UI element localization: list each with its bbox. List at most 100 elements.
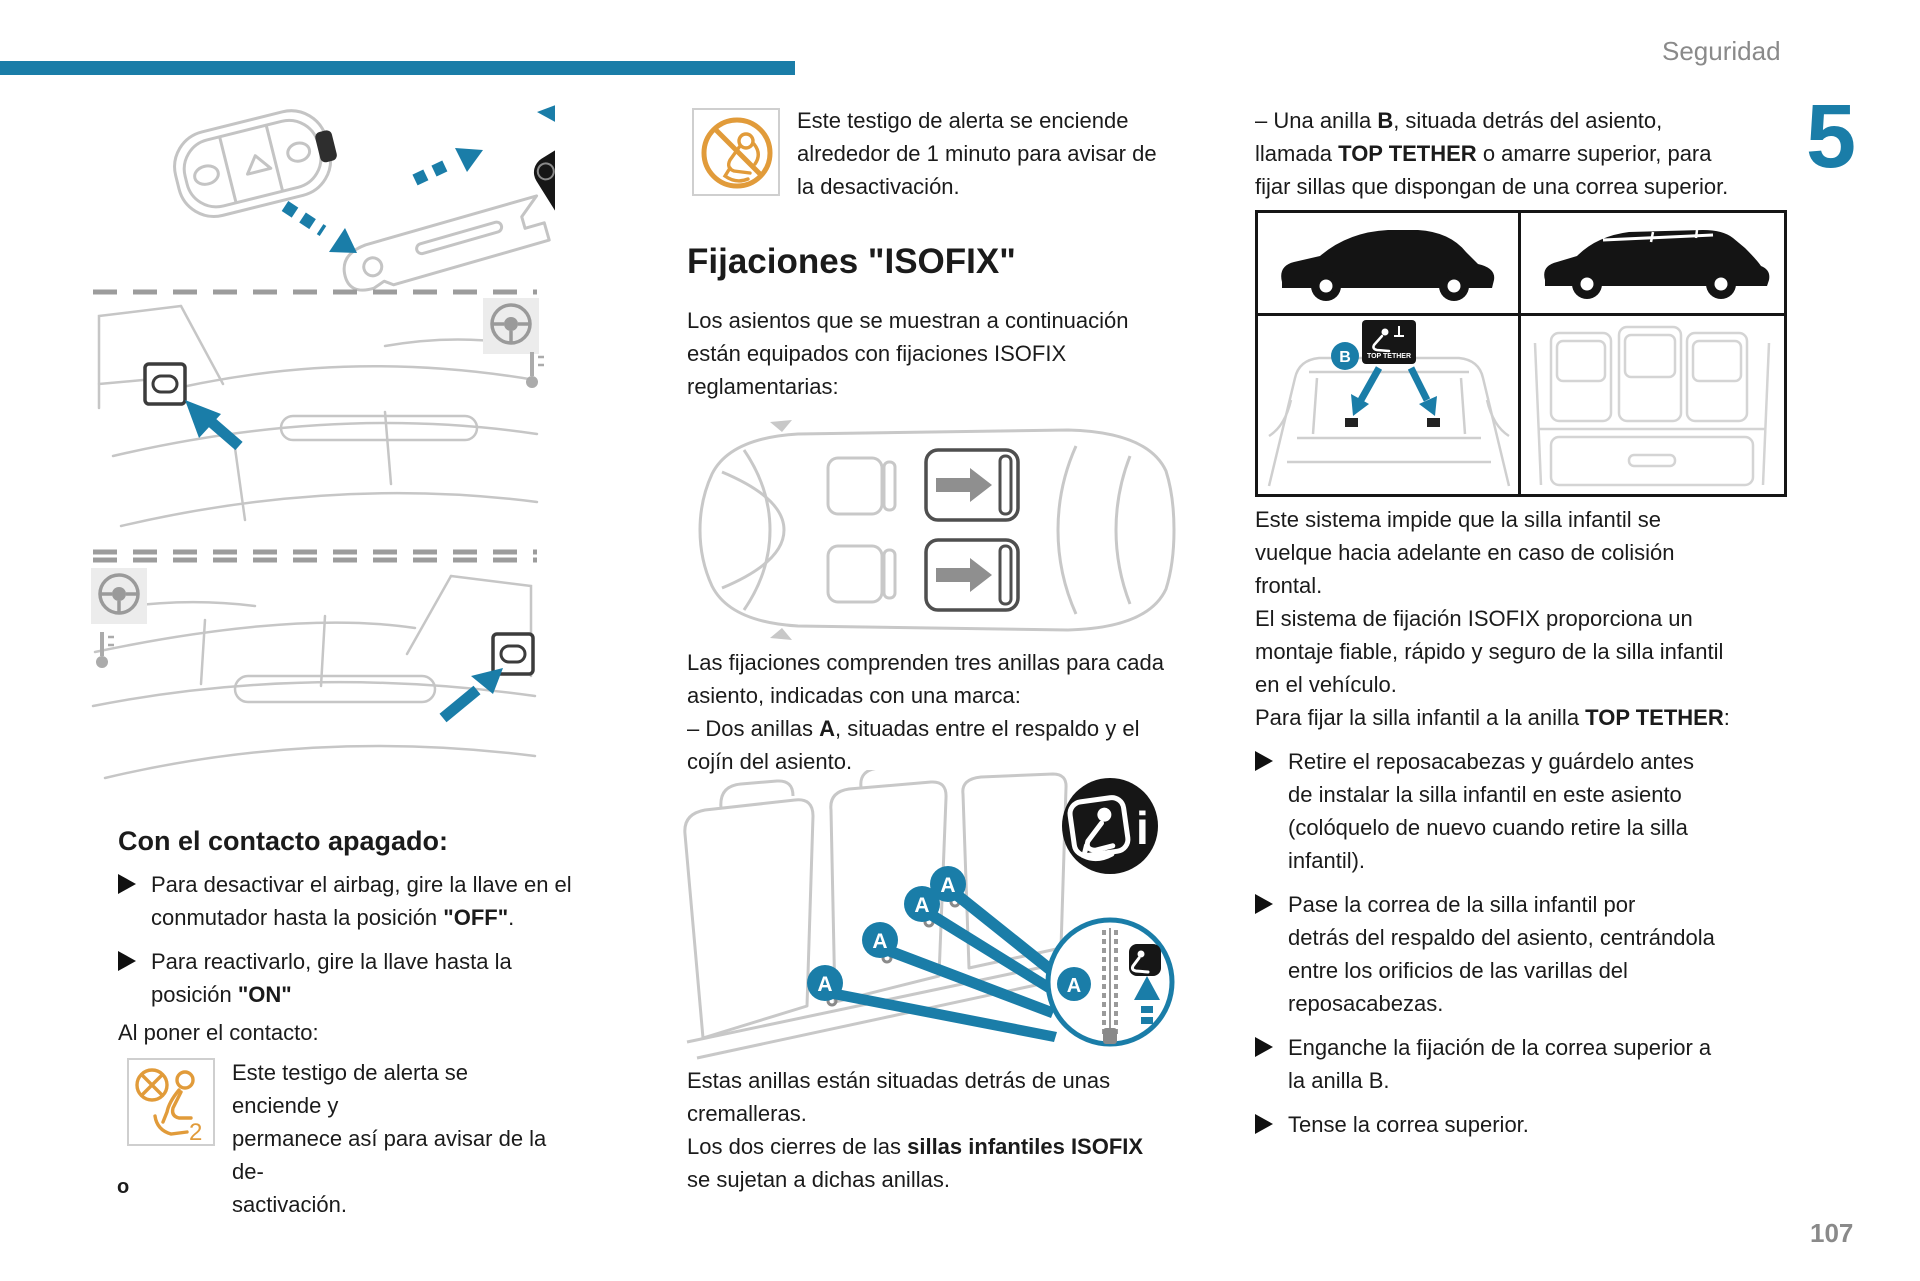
ring-a-marker: A xyxy=(1057,967,1091,1001)
rear-bench-illustration xyxy=(1533,325,1771,487)
pointer-arrow-icon xyxy=(185,400,243,451)
svg-text:B: B xyxy=(1339,349,1351,366)
ring-a-marker: A xyxy=(930,866,966,902)
section-title: Fijaciones "ISOFIX" xyxy=(687,242,1016,281)
seat-arrow-icon xyxy=(936,558,992,592)
isofix-equipped-seats xyxy=(924,448,1020,612)
instruction-text: Para reactivarlo, gire la llave hasta la… xyxy=(151,949,512,1007)
front-seats-drawing xyxy=(826,456,897,604)
zipper-pull xyxy=(1103,1028,1117,1044)
rear-seats-isofix-illustration: A A A A i xyxy=(683,770,1175,1060)
svg-text:i: i xyxy=(1136,802,1149,854)
suv-long-silhouette-icon xyxy=(1543,229,1769,299)
cargo-top-tether-illustration: TOP TETHER B xyxy=(1267,320,1510,487)
steering-wheel-icon xyxy=(91,568,147,624)
svg-text:A: A xyxy=(872,930,887,953)
left-note-text: Este testigo de alerta se enciende y per… xyxy=(232,1060,547,1217)
isofix-badge-icon: i xyxy=(1062,778,1158,874)
right-instruction-list: Retire el reposacabezas y guárdelo antes… xyxy=(1255,745,1800,1152)
warning-lamp-box: 2 xyxy=(127,1058,215,1146)
system-paragraph-3: Para fijar la silla infantil a la anilla… xyxy=(1255,705,1730,730)
stray-character: o xyxy=(117,1176,130,1198)
ring-a-marker: A xyxy=(904,886,940,922)
key-fob-drawing xyxy=(173,109,551,292)
up-arrow-icon xyxy=(1134,976,1160,1024)
system-paragraph-2: El sistema de fijación ISOFIX proporcion… xyxy=(1255,606,1724,697)
bullet-arrow-icon xyxy=(1255,1114,1273,1134)
list-item: Para desactivar el airbag, gire la llave… xyxy=(118,868,648,934)
ring-a-marker: A xyxy=(862,922,898,958)
dashboard-switch-left-illustration xyxy=(93,289,544,555)
top-tether-paragraph: – Una anilla B, situada detrás del asien… xyxy=(1255,108,1729,199)
child-seat-prohibited-lamp-icon xyxy=(701,117,773,189)
page-number: 107 xyxy=(1810,1218,1854,1248)
rings-paragraph-2: – Dos anillas A, situadas entre el respa… xyxy=(687,716,1140,774)
instruction-text: Para desactivar el airbag, gire la llave… xyxy=(151,872,572,930)
seat-arrow-icon xyxy=(936,468,992,502)
top-tether-table: TOP TETHER B xyxy=(1255,210,1787,497)
bullet-arrow-icon xyxy=(118,874,136,894)
instruction-text: Enganche la fijación de la correa superi… xyxy=(1288,1035,1712,1093)
list-item: Pase la correa de la silla infantil por … xyxy=(1255,888,1800,1020)
anchor-point xyxy=(1426,418,1440,427)
list-item: Para reactivarlo, gire la llave hasta la… xyxy=(118,945,648,1011)
steering-wheel-icon xyxy=(483,298,539,354)
airbag-switch-location xyxy=(143,362,187,406)
left-section-heading: Con el contacto apagado: xyxy=(118,826,449,856)
right-paragraph-group: Este sistema impide que la silla infanti… xyxy=(1255,503,1800,734)
instruction-text: Pase la correa de la silla infantil por … xyxy=(1288,892,1715,1016)
mini-isofix-badge-icon xyxy=(1129,944,1161,976)
list-item: Retire el reposacabezas y guárdelo antes… xyxy=(1255,745,1800,877)
rotate-arrow-icon xyxy=(537,105,555,122)
left-instruction-list: Para desactivar el airbag, gire la llave… xyxy=(118,868,648,1022)
table-cell-car-5door xyxy=(1258,213,1521,316)
car-top-view-illustration xyxy=(698,420,1176,640)
page-header: Seguridad xyxy=(1662,36,1781,66)
table-cell-cargo-top-tether: TOP TETHER B xyxy=(1258,316,1521,494)
svg-text:A: A xyxy=(914,894,929,917)
key-removal-illustration xyxy=(173,105,555,292)
list-item: Tense la correa superior. xyxy=(1255,1108,1800,1141)
airbag-switch-drawing xyxy=(533,130,555,230)
table-cell-car-7seat xyxy=(1521,213,1784,316)
tether-arrows xyxy=(1350,366,1437,416)
middle-note-text: Este testigo de alerta se enciende alred… xyxy=(797,108,1157,199)
suv-silhouette-icon xyxy=(1281,230,1495,301)
thermometer-icon xyxy=(526,352,544,388)
zipper-paragraph-2: Los dos cierres de las sillas infantiles… xyxy=(687,1134,1144,1192)
svg-text:TOP TETHER: TOP TETHER xyxy=(1366,353,1410,360)
magnifier-connector-lines xyxy=(833,890,1057,1042)
dashboard-switch-right-illustration xyxy=(91,557,537,780)
zipper-magnifier: A xyxy=(1045,917,1175,1047)
airbag-switch-location xyxy=(491,632,535,676)
airbag-deactivated-lamp-icon: 2 xyxy=(135,1068,202,1144)
instruction-text: Tense la correa superior. xyxy=(1288,1112,1529,1137)
svg-text:A: A xyxy=(940,874,955,897)
isofix-intro-paragraph: Los asientos que se muestran a continuac… xyxy=(687,308,1129,399)
bullet-arrow-icon xyxy=(118,951,136,971)
chapter-color-bar xyxy=(0,61,795,75)
chapter-number: 5 xyxy=(1806,87,1857,187)
instruction-text: Retire el reposacabezas y guárdelo antes… xyxy=(1288,749,1695,873)
pointer-arrow-icon xyxy=(439,668,503,723)
left-subheading: Al poner el contacto: xyxy=(118,1020,319,1045)
svg-text:A: A xyxy=(1067,975,1081,997)
emergency-key-drawing xyxy=(342,194,551,292)
bullet-arrow-icon xyxy=(1255,751,1273,771)
warning-lamp-box xyxy=(692,108,780,196)
anchor-point xyxy=(1344,418,1358,427)
svg-text:A: A xyxy=(817,973,832,996)
rings-paragraph-1: Las fijaciones comprenden tres anillas p… xyxy=(687,650,1164,708)
lamp-number-label: 2 xyxy=(189,1119,202,1144)
list-item: Enganche la fijación de la correa superi… xyxy=(1255,1031,1800,1097)
table-cell-rear-bench xyxy=(1521,316,1784,494)
ring-a-marker: A xyxy=(807,965,843,1001)
top-tether-badge-icon: TOP TETHER xyxy=(1361,320,1416,364)
system-paragraph-1: Este sistema impide que la silla infanti… xyxy=(1255,507,1675,598)
bullet-arrow-icon xyxy=(1255,894,1273,914)
ring-b-marker: B xyxy=(1330,342,1359,370)
removal-direction-arrows xyxy=(281,148,483,253)
bullet-arrow-icon xyxy=(1255,1037,1273,1057)
zipper-paragraph-1: Estas anillas están situadas detrás de u… xyxy=(687,1068,1111,1126)
